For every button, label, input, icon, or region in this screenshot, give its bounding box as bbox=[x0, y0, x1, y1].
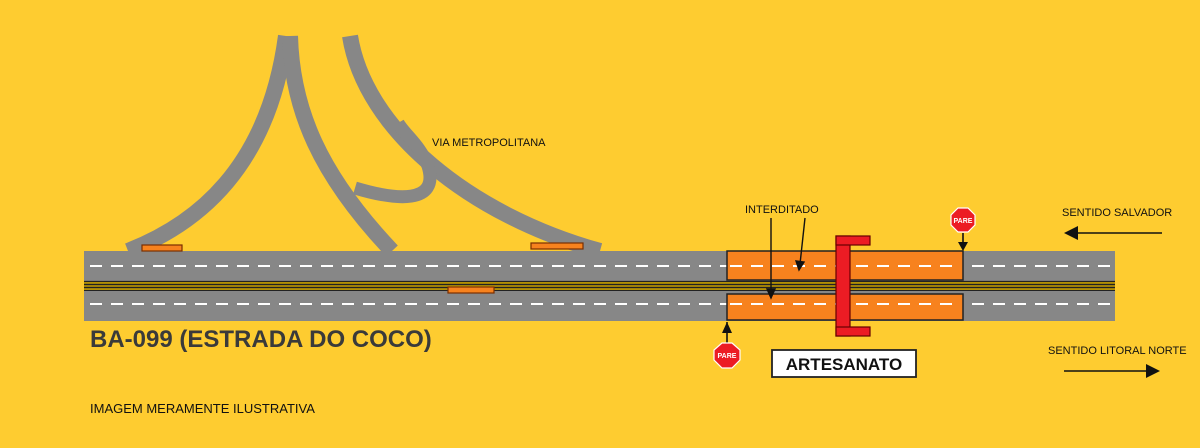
marker-crossover bbox=[447, 286, 495, 294]
disclaimer: IMAGEM MERAMENTE ILUSTRATIVA bbox=[90, 401, 315, 416]
stop-sign-icon bbox=[713, 342, 741, 369]
label-sentido-litoral-norte: SENTIDO LITORAL NORTE bbox=[1048, 345, 1187, 357]
stop-sign-icon bbox=[950, 207, 976, 233]
ramp-left-inner bbox=[282, 35, 398, 257]
road-name: BA-099 (ESTRADA DO COCO) bbox=[90, 326, 432, 353]
stop-sign-top: PARE bbox=[950, 207, 976, 251]
artesanato-frame bbox=[771, 349, 917, 378]
arrow-right-icon bbox=[1064, 364, 1160, 378]
artesanato-label: ARTESANATO bbox=[786, 355, 903, 374]
label-interditado: INTERDITADO bbox=[745, 204, 819, 216]
barrier-post bbox=[835, 235, 851, 337]
barrier bbox=[835, 235, 871, 337]
stop-sign-bottom-text: PARE bbox=[718, 353, 737, 360]
artesanato-box: ARTESANATO bbox=[771, 349, 917, 378]
ramp-loop bbox=[353, 119, 437, 204]
label-sentido-salvador: SENTIDO SALVADOR bbox=[1062, 207, 1172, 219]
barrier-top-arm bbox=[835, 235, 871, 246]
arrow-left-icon bbox=[1064, 226, 1162, 240]
label-via-metropolitana: VIA METROPOLITANA bbox=[432, 137, 546, 149]
marker-right bbox=[530, 242, 584, 250]
interditado-arrows bbox=[765, 217, 806, 300]
stop-sign-bottom: PARE bbox=[713, 322, 741, 369]
ramp-left-outer bbox=[125, 34, 294, 259]
stop-sign-top-text: PARE bbox=[954, 218, 973, 225]
marker-left bbox=[141, 244, 183, 252]
median-strip bbox=[84, 281, 1115, 291]
barrier-bottom-arm bbox=[835, 326, 871, 337]
